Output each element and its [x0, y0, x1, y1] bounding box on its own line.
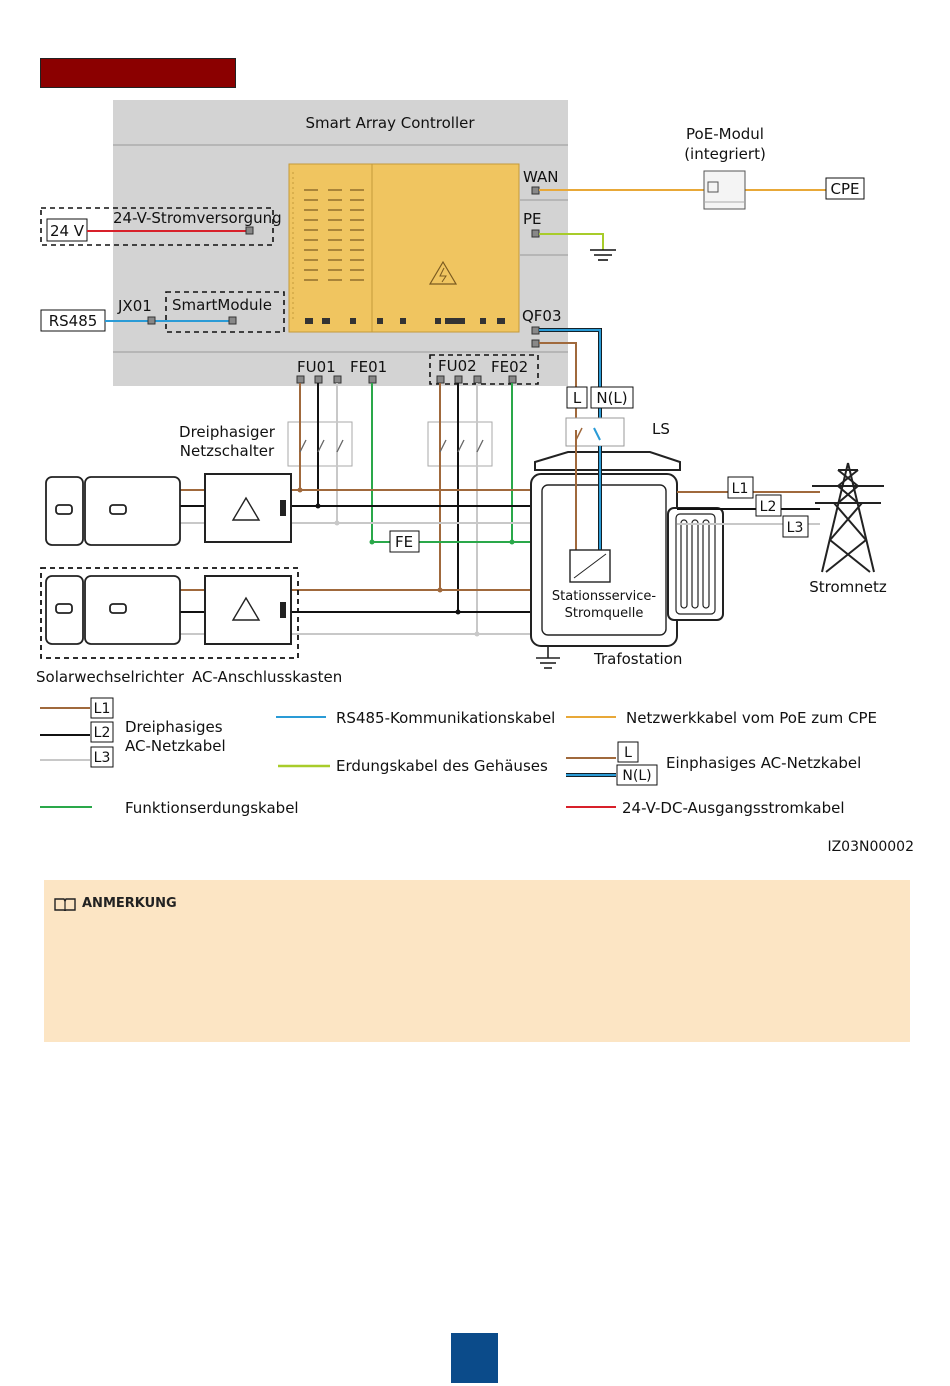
page-number-badge: [451, 1333, 498, 1383]
legend-ground: Erdungskabel des Gehäuses: [336, 757, 548, 775]
qf03-terminal-1: [531, 326, 540, 335]
grid-l2-label: L2: [760, 499, 777, 515]
cpe-label: CPE: [831, 180, 860, 198]
legend-l-box: [617, 741, 639, 763]
note-title: ANMERKUNG: [82, 896, 177, 911]
legend-l3: L3: [94, 750, 111, 766]
rs485-label: RS485: [49, 312, 98, 330]
legend-l2: L2: [94, 725, 111, 741]
ac-box-2: [204, 575, 292, 645]
figure-id: IZ03N00002: [827, 839, 914, 855]
legend-l1-box: [90, 697, 114, 719]
legend-dc24: 24-V-DC-Ausgangsstromkabel: [622, 799, 845, 817]
controller-title: Smart Array Controller: [305, 114, 475, 132]
legend-three-phase-2: AC-Netzkabel: [125, 737, 226, 755]
header-title-bar: [40, 58, 236, 88]
fu01-label: FU01: [297, 358, 336, 376]
nl-label-box: [590, 386, 634, 409]
fu02-label: FU02: [438, 357, 477, 375]
smartmodule-group: [165, 291, 285, 333]
legend: L1 L2 L3 Dreiphasiges AC-Netzkabel RS485…: [40, 697, 877, 817]
fe-label: FE: [395, 533, 413, 551]
legend-l1: L1: [94, 701, 111, 717]
transformer-station: [530, 451, 724, 669]
legend-network: Netzwerkkabel vom PoE zum CPE: [626, 709, 877, 727]
smartmodule-label: SmartModule: [172, 296, 272, 314]
note-heading: ANMERKUNG: [54, 896, 900, 911]
cpe-label-box: [825, 177, 865, 200]
station-label-1: Stationsservice-: [552, 589, 657, 604]
legend-functional-ground: Funktionserdungskabel: [125, 799, 299, 817]
poe-module-label-1: PoE-Modul: [686, 125, 764, 143]
inverter-group-2: [40, 567, 299, 659]
grid-l3-label-box: [782, 515, 809, 538]
l-label-box: [566, 386, 588, 409]
pe-terminal: [531, 229, 540, 238]
station-service-source: [569, 549, 611, 583]
ground-symbol-pe: [590, 249, 616, 261]
power-supply-label: 24-V-Stromversorgung: [113, 209, 282, 227]
switch-label-1: Dreiphasiger: [179, 423, 276, 441]
book-icon: [54, 897, 76, 911]
grid-l1-label-box: [727, 476, 754, 499]
legend-l: L: [624, 745, 632, 761]
poe-module-label-2: (integriert): [684, 145, 766, 163]
jx01-terminal: [147, 316, 156, 325]
grid-label: Stromnetz: [809, 578, 887, 596]
legend-l2-box: [90, 721, 114, 743]
wan-terminal: [531, 186, 540, 195]
solar-inverter-1: [45, 476, 181, 546]
legend-three-phase-1: Dreiphasiges: [125, 718, 223, 736]
poe-module: [703, 170, 746, 210]
legend-nl-box: [616, 764, 658, 786]
station-label-2: Stromquelle: [565, 606, 644, 621]
trafostation-label: Trafostation: [593, 650, 682, 668]
solar-inverter-2: [45, 575, 181, 645]
grid-l3-label: L3: [787, 520, 804, 536]
grid-l2-label-box: [755, 494, 782, 517]
ls-label: LS: [652, 420, 670, 438]
power-supply-terminal: [245, 226, 254, 235]
l-label: L: [573, 389, 582, 407]
three-phase-switch-2: [427, 421, 493, 467]
legend-rs485: RS485-Kommunikationskabel: [336, 709, 555, 727]
power-tower: [812, 462, 884, 573]
pe-label: PE: [523, 210, 542, 228]
three-phase-switch-1: [287, 421, 353, 467]
v24-label: 24 V: [50, 222, 85, 240]
fe-label-box: [389, 530, 420, 553]
switch-label-2: Netzschalter: [180, 442, 275, 460]
ac-box-label: AC-Anschlusskasten: [192, 668, 342, 686]
ac-box-1: [204, 473, 292, 543]
note-box: ANMERKUNG: [44, 880, 910, 1042]
wiring-diagram: Smart Array Controller: [36, 100, 914, 855]
fu02-group: [429, 354, 539, 385]
solar-label: Solarwechselrichter: [36, 668, 185, 686]
fe01-label: FE01: [350, 358, 387, 376]
legend-single-phase: Einphasiges AC-Netzkabel: [666, 754, 861, 772]
smartmodule-terminal: [228, 316, 237, 325]
nl-label: N(L): [596, 389, 627, 407]
legend-l3-box: [90, 746, 114, 768]
legend-nl: N(L): [622, 768, 651, 784]
jx01-label: JX01: [117, 297, 152, 315]
controller-cabinet: [288, 163, 520, 333]
qf03-label: QF03: [522, 307, 562, 325]
fe02-label: FE02: [491, 358, 528, 376]
qf03-terminal-2: [531, 339, 540, 348]
wan-label: WAN: [523, 168, 559, 186]
grid-l1-label: L1: [732, 481, 749, 497]
